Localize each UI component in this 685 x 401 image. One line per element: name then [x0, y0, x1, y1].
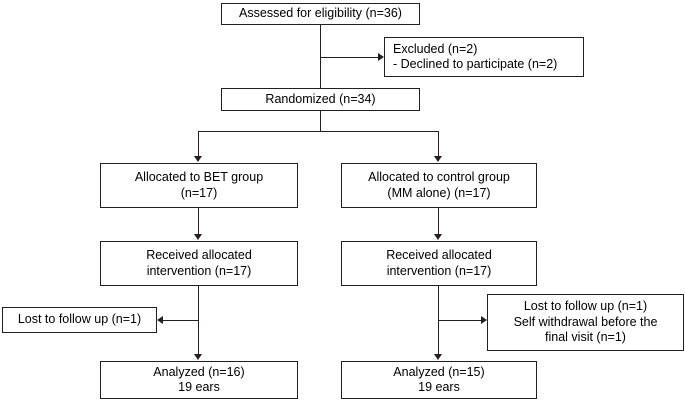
node-received-control-line-1: Received allocated — [386, 248, 492, 262]
node-allocated-control-line-2: (MM alone) (n=17) — [387, 185, 491, 200]
arrow-to-allocated-bet-icon — [194, 156, 202, 162]
arrow-to-excluded-icon — [378, 53, 384, 61]
connector-allocated-bet-to-received — [198, 208, 199, 235]
node-allocated-bet-group: Allocated to BET group (n=17) — [100, 163, 298, 208]
node-analyzed-control-line-1: Analyzed (n=15) — [393, 364, 485, 379]
connector-allocated-control-to-received — [438, 208, 439, 235]
connector-assessed-to-excluded — [320, 57, 378, 58]
node-received-allocated-control: Received allocated intervention (n=17) — [341, 241, 537, 286]
connector-randomized-stem — [320, 111, 321, 132]
node-lost-to-follow-up-bet: Lost to follow up (n=1) — [2, 307, 157, 333]
arrow-to-analyzed-bet-icon — [194, 354, 202, 360]
connector-to-lost-bet — [163, 320, 199, 321]
connector-to-lost-control — [438, 320, 481, 321]
node-analyzed-control-line-2: 19 ears — [418, 380, 460, 394]
connector-assessed-to-randomized — [320, 25, 321, 88]
node-lost-bet-line-1: Lost to follow up (n=1) — [17, 312, 142, 327]
node-analyzed-bet: Analyzed (n=16) 19 ears — [100, 361, 298, 399]
connector-split-to-bet — [198, 131, 199, 157]
node-received-bet-line-2: intervention (n=17) — [146, 263, 252, 278]
node-received-control-line-2: intervention (n=17) — [386, 263, 492, 278]
node-excluded-line-1: Excluded (n=2) — [393, 41, 478, 56]
node-analyzed-bet-line-2: 19 ears — [178, 380, 220, 394]
connector-split-to-control — [438, 131, 439, 157]
node-assessed-for-eligibility: Assessed for eligibility (n=36) — [221, 3, 420, 25]
arrow-to-lost-control-icon — [481, 316, 487, 324]
arrow-to-received-bet-icon — [194, 234, 202, 240]
node-lost-control-line-2: Self withdrawal before the — [513, 314, 658, 329]
arrow-to-analyzed-control-icon — [434, 354, 442, 360]
node-allocated-control-line-1: Allocated to control group — [368, 170, 510, 184]
node-analyzed-control: Analyzed (n=15) 19 ears — [341, 361, 537, 399]
node-received-allocated-bet: Received allocated intervention (n=17) — [100, 241, 298, 286]
arrow-to-allocated-control-icon — [434, 156, 442, 162]
node-randomized: Randomized (n=34) — [221, 88, 420, 111]
node-analyzed-bet-line-1: Analyzed (n=16) — [153, 364, 245, 379]
arrow-to-lost-bet-icon — [157, 316, 163, 324]
node-randomized-line-1: Randomized (n=34) — [265, 91, 376, 106]
node-excluded: Excluded (n=2) - Declined to participate… — [384, 37, 584, 77]
node-received-bet-line-1: Received allocated — [146, 248, 252, 262]
connector-randomized-split — [198, 131, 439, 132]
node-lost-control-line-1: Lost to follow up (n=1) — [523, 299, 648, 314]
arrow-to-received-control-icon — [434, 234, 442, 240]
node-allocated-control-group: Allocated to control group (MM alone) (n… — [341, 163, 537, 208]
node-allocated-bet-line-2: (n=17) — [180, 185, 218, 200]
node-excluded-line-2: - Declined to participate (n=2) — [393, 57, 558, 71]
node-lost-control-line-3: final visit (n=1) — [545, 330, 626, 345]
node-assessed-line-1: Assessed for eligibility (n=36) — [239, 6, 402, 21]
node-allocated-bet-line-1: Allocated to BET group — [134, 170, 264, 184]
node-lost-to-follow-up-control: Lost to follow up (n=1) Self withdrawal … — [487, 294, 684, 351]
